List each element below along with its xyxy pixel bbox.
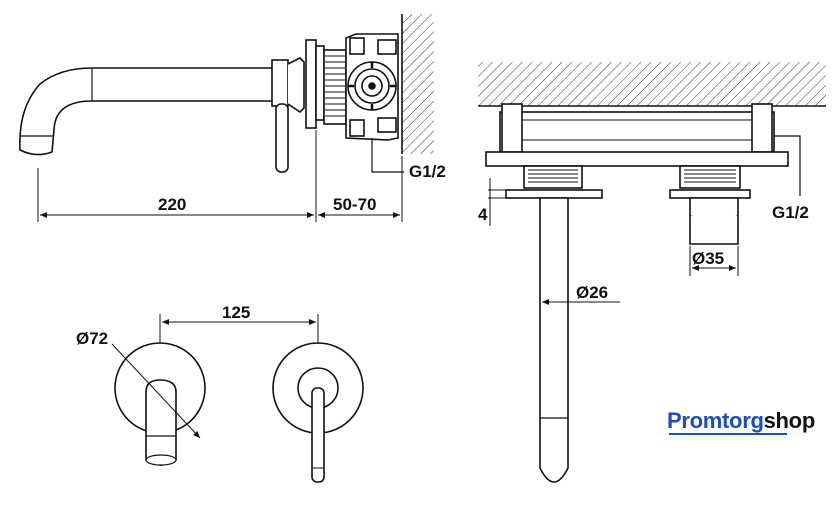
brand-underline (669, 433, 787, 435)
dim-wall-depth: 50-70 (333, 195, 376, 214)
dim-plate-thickness: 4 (478, 205, 488, 224)
dim-center-distance: 125 (222, 303, 250, 322)
rosette-plate (305, 39, 317, 129)
brand-part2: shop (763, 408, 816, 433)
dia-leader-72 (111, 343, 201, 439)
wall-hatch (402, 14, 434, 154)
top-view (478, 62, 826, 483)
lever (275, 103, 289, 173)
spout-collar (271, 59, 289, 107)
side-view (19, 14, 434, 222)
front-view (111, 314, 364, 483)
box-frame (499, 111, 775, 155)
brand-part1: Promtorg (667, 408, 764, 433)
lever-front (311, 387, 325, 483)
thread-leader-right (774, 135, 801, 196)
threaded-sleeve (323, 49, 347, 125)
wall-hatch-top (478, 62, 826, 106)
thread-leader-left (371, 138, 404, 173)
spout-plate (505, 189, 603, 199)
brand-logo: Promtorgshop (667, 408, 816, 435)
dim-cartridge-diameter: Ø35 (692, 249, 724, 268)
dim-thread-left: G1/2 (409, 162, 446, 181)
spout-body (19, 67, 283, 156)
mounting-plate (485, 151, 789, 167)
spout-side (539, 197, 569, 483)
dim-spout-length: 220 (158, 195, 186, 214)
dim-thread-right: G1/2 (772, 203, 809, 222)
dim-spout-diameter: Ø26 (576, 283, 608, 302)
dim-rosette-diameter: Ø72 (76, 329, 108, 348)
spout-front (145, 379, 177, 466)
